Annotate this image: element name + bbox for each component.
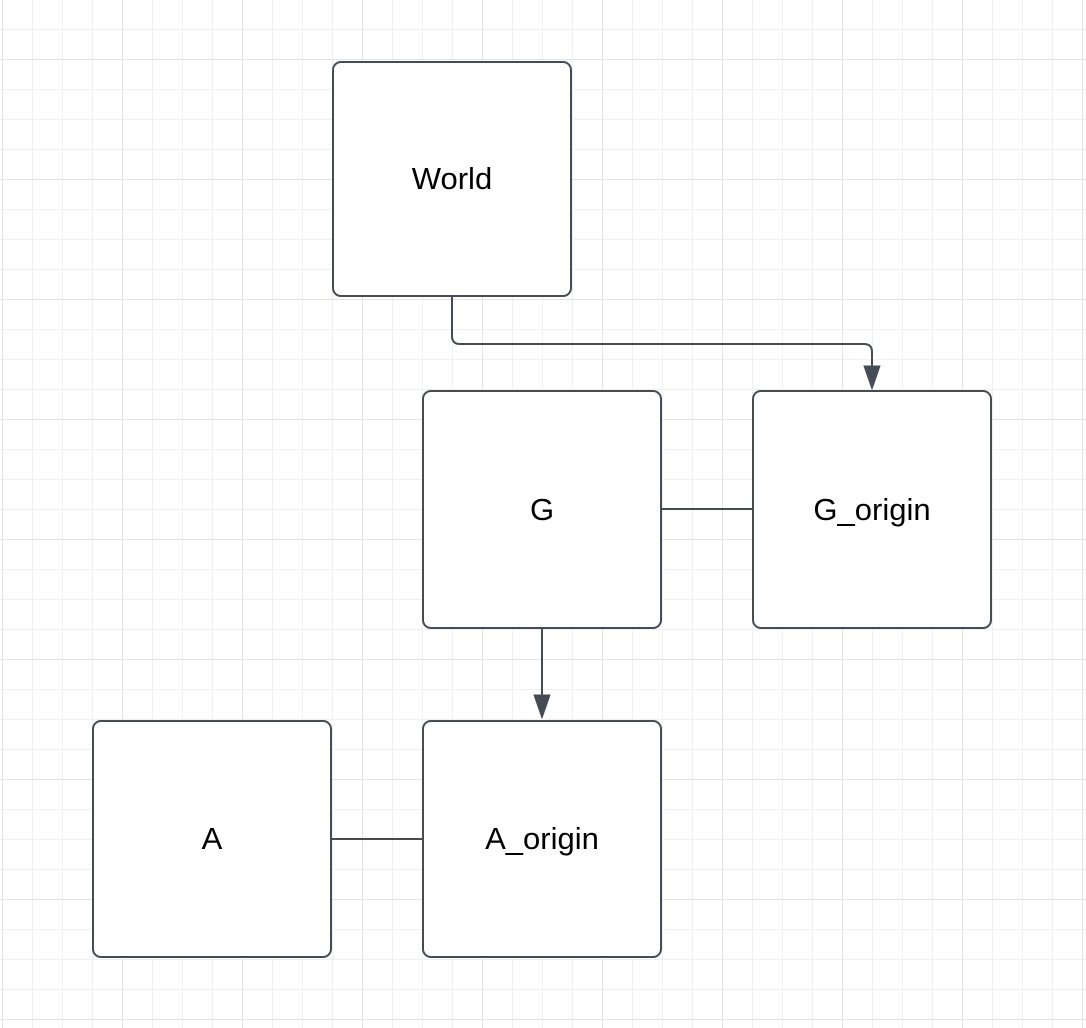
node-label: A_origin <box>485 821 599 857</box>
arrowhead <box>863 365 881 390</box>
node-label: G <box>529 491 555 527</box>
edge-world-to-g-origin[interactable] <box>451 297 881 390</box>
node-g-origin[interactable]: G_origin <box>752 390 992 629</box>
node-label: A <box>201 821 223 857</box>
node-a[interactable]: A <box>92 720 332 958</box>
node-a-origin[interactable]: A_origin <box>422 720 662 958</box>
arrowhead <box>533 694 551 719</box>
node-label: G_origin <box>813 491 931 527</box>
edge-g-to-a-origin[interactable] <box>533 629 551 719</box>
node-label: World <box>411 161 493 197</box>
node-world[interactable]: World <box>332 61 572 297</box>
node-g[interactable]: G <box>422 390 662 629</box>
